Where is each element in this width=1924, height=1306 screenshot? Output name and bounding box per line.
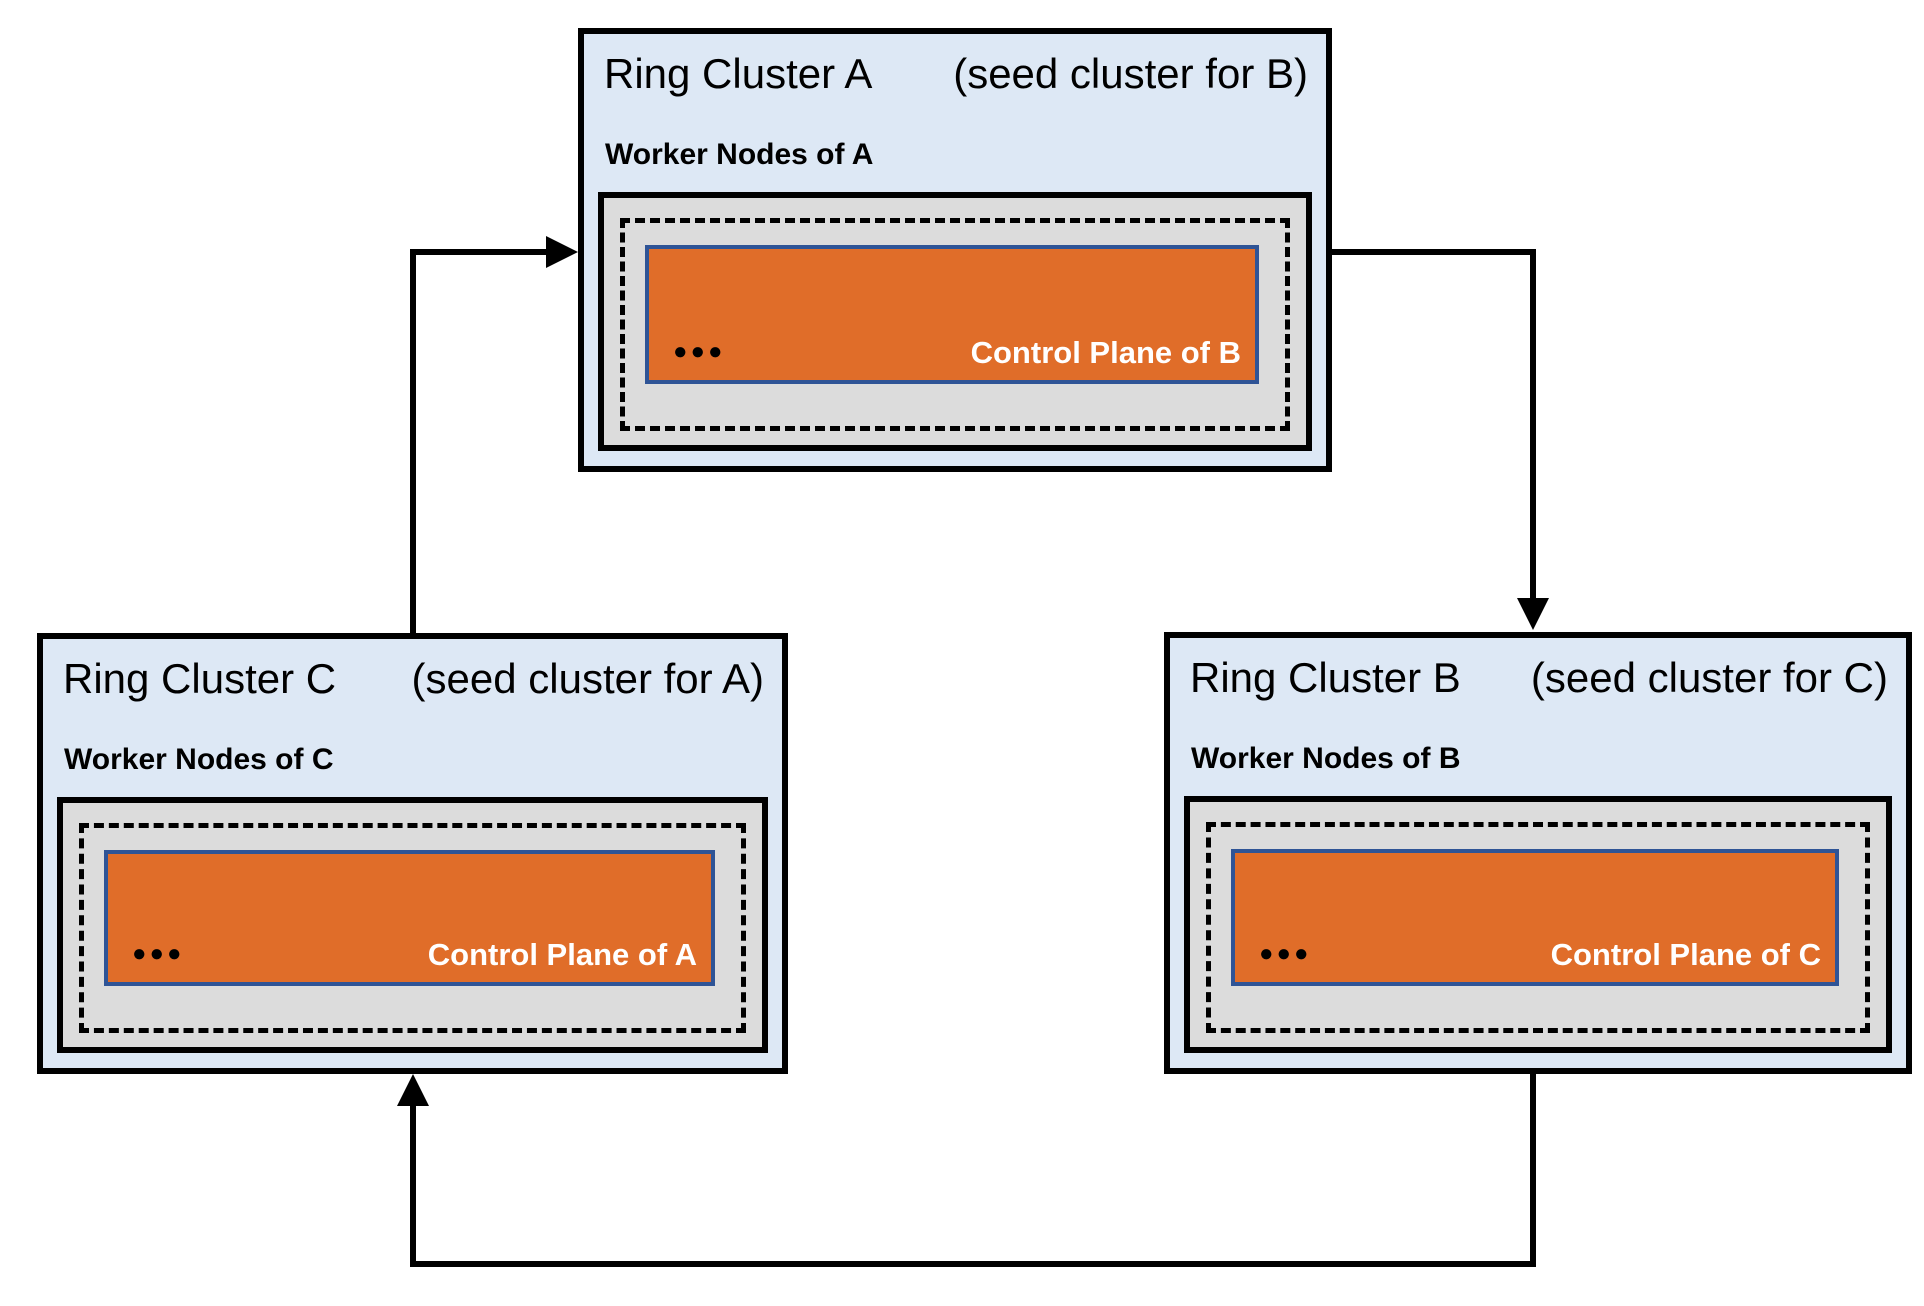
control-plane-label: Control Plane of B [970, 335, 1241, 370]
cluster-b-dashed-boundary: ●●● Control Plane of C [1206, 822, 1870, 1033]
ellipsis-dots: ●●● [1259, 940, 1312, 967]
cluster-b-subtitle: (seed cluster for C) [1530, 654, 1888, 701]
arrow-a-to-b [1332, 249, 1536, 602]
cluster-b: Ring Cluster B (seed cluster for C) Work… [1164, 632, 1912, 1074]
cluster-c-title-row: Ring Cluster C (seed cluster for A) [43, 639, 782, 703]
arrowhead-a-to-b [1517, 598, 1549, 630]
cluster-b-title: Ring Cluster B [1190, 654, 1461, 701]
cluster-b-worker-nodes-label: Worker Nodes of B [1191, 742, 1461, 775]
cluster-a: Ring Cluster A (seed cluster for B) Work… [578, 28, 1332, 472]
cluster-a-title-row: Ring Cluster A (seed cluster for B) [584, 34, 1326, 98]
arrowhead-b-to-c [397, 1074, 429, 1106]
cluster-b-worker-nodes-box: ●●● Control Plane of C [1184, 796, 1892, 1053]
ellipsis-dots: ●●● [673, 338, 726, 365]
arrow-c-to-a [410, 249, 548, 633]
cluster-a-hosted-control-plane: ●●● Control Plane of B [645, 245, 1259, 384]
cluster-c-dashed-boundary: ●●● Control Plane of A [79, 823, 746, 1033]
control-plane-label: Control Plane of C [1550, 937, 1821, 972]
cluster-b-title-row: Ring Cluster B (seed cluster for C) [1170, 638, 1906, 702]
cluster-c: Ring Cluster C (seed cluster for A) Work… [37, 633, 788, 1074]
cluster-c-title: Ring Cluster C [63, 655, 337, 702]
cluster-c-worker-nodes-box: ●●● Control Plane of A [57, 797, 768, 1053]
cluster-a-title: Ring Cluster A [604, 50, 873, 97]
cluster-a-worker-nodes-label: Worker Nodes of A [605, 138, 874, 171]
arrowhead-c-to-a [546, 236, 578, 268]
cluster-c-subtitle: (seed cluster for A) [411, 655, 764, 702]
cluster-a-dashed-boundary: ●●● Control Plane of B [620, 218, 1290, 431]
cluster-a-worker-nodes-box: ●●● Control Plane of B [598, 192, 1312, 451]
cluster-c-worker-nodes-label: Worker Nodes of C [64, 743, 334, 776]
control-plane-label: Control Plane of A [427, 937, 697, 972]
cluster-c-hosted-control-plane: ●●● Control Plane of A [104, 850, 715, 986]
cluster-b-hosted-control-plane: ●●● Control Plane of C [1231, 849, 1839, 986]
arrow-b-to-c [410, 1074, 1536, 1267]
ellipsis-dots: ●●● [132, 940, 185, 967]
cluster-a-subtitle: (seed cluster for B) [953, 50, 1308, 97]
